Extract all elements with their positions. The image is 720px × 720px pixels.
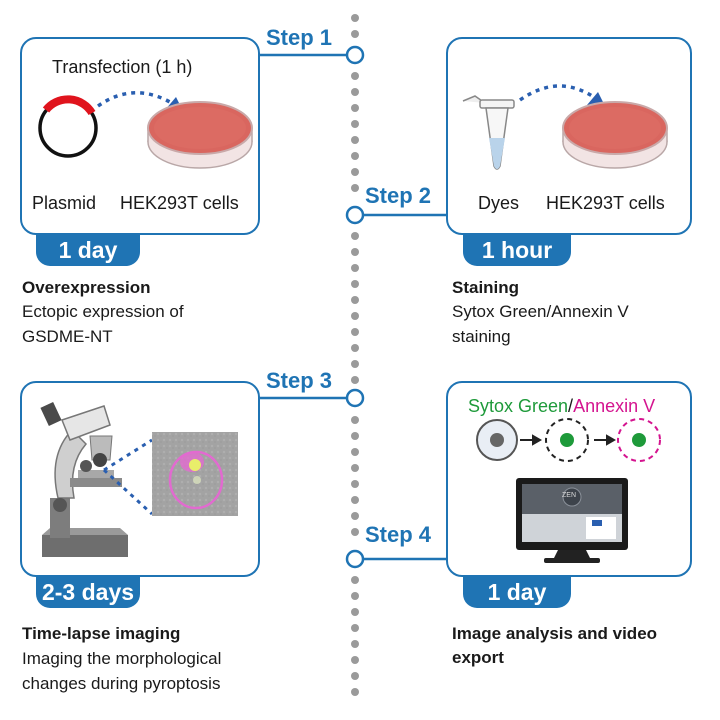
step1-label: Step 1	[266, 25, 333, 50]
tube-icon	[462, 95, 515, 170]
stain-legend: Sytox Green/Annexin V	[468, 396, 656, 416]
cell-icon	[545, 418, 589, 462]
hek-cells-label-1: HEK293T cells	[120, 193, 239, 213]
step1-duration: 1 day	[36, 234, 140, 266]
step4-title-line2: export	[452, 648, 504, 667]
step3-node	[345, 388, 365, 408]
legend-sytox: Sytox Green	[468, 396, 569, 416]
step2-label: Step 2	[365, 183, 432, 208]
step4-node	[345, 549, 365, 569]
step2-title: Staining	[452, 278, 520, 297]
petri-dish-icon	[147, 101, 253, 169]
microscope-icon	[40, 401, 128, 557]
step3-title: Time-lapse imaging	[22, 624, 181, 643]
transfection-label: Transfection (1 h)	[52, 57, 193, 77]
step1-title: Overexpression	[22, 278, 151, 297]
petri-dish-icon	[562, 101, 668, 169]
step3-duration: 2-3 days	[36, 576, 140, 608]
micrograph-image	[152, 432, 238, 516]
step4-duration: 1 day	[463, 576, 571, 608]
legend-annexin: Annexin V	[573, 396, 656, 416]
plasmid-icon	[38, 95, 98, 158]
monitor-icon	[516, 478, 628, 563]
zoom-lines	[102, 438, 154, 516]
step2-duration: 1 hour	[463, 234, 571, 266]
cell-icon	[617, 418, 661, 462]
hek-cells-label-2: HEK293T cells	[546, 193, 665, 213]
timeline-dots	[351, 14, 359, 696]
plasmid-label: Plasmid	[32, 193, 97, 213]
zen-logo-text: ZEN	[562, 492, 576, 499]
dyes-label: Dyes	[478, 193, 520, 213]
arrow-icon	[520, 434, 617, 446]
step4-title: Image analysis and video	[452, 624, 658, 643]
step1-node	[345, 45, 365, 65]
step3-label: Step 3	[266, 368, 333, 393]
step2-node	[345, 205, 365, 225]
cell-icon	[476, 419, 518, 461]
step4-label: Step 4	[365, 522, 432, 547]
